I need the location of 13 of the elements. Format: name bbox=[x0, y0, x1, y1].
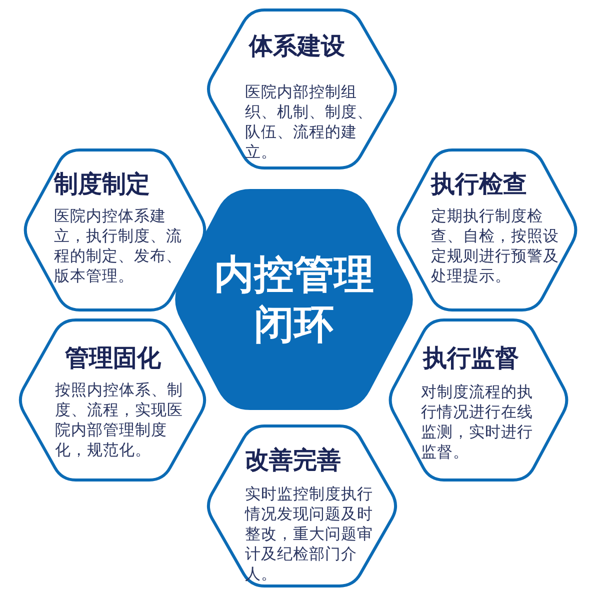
description: 对制度流程的执行情况进行在线监测，实时进行监督。 bbox=[421, 382, 534, 462]
heading: 管理固化 bbox=[65, 344, 161, 372]
description: 医院内部控制组织、机制、制度、队伍、流程的建立。 bbox=[245, 82, 374, 162]
description: 实时监控制度执行情况发现问题及时整改，重大问题审计及纪检部门介人。 bbox=[245, 484, 373, 584]
heading: 体系建设 bbox=[249, 32, 345, 60]
heading: 制度制定 bbox=[54, 170, 150, 198]
description: 按照内控体系、制度、流程，实现医院内部管理制度化，规范化。 bbox=[55, 380, 184, 460]
center-title: 内控管理闭环 bbox=[213, 250, 375, 350]
heading: 执行检查 bbox=[431, 170, 527, 198]
description: 医院内控体系建立，执行制度、流程的制定、发布、版本管理。 bbox=[54, 206, 183, 286]
heading: 执行监督 bbox=[423, 344, 519, 372]
heading: 改善完善 bbox=[245, 446, 341, 474]
description: 定期执行制度检查、自检，按照设定规则进行预警及处理提示。 bbox=[431, 206, 560, 286]
